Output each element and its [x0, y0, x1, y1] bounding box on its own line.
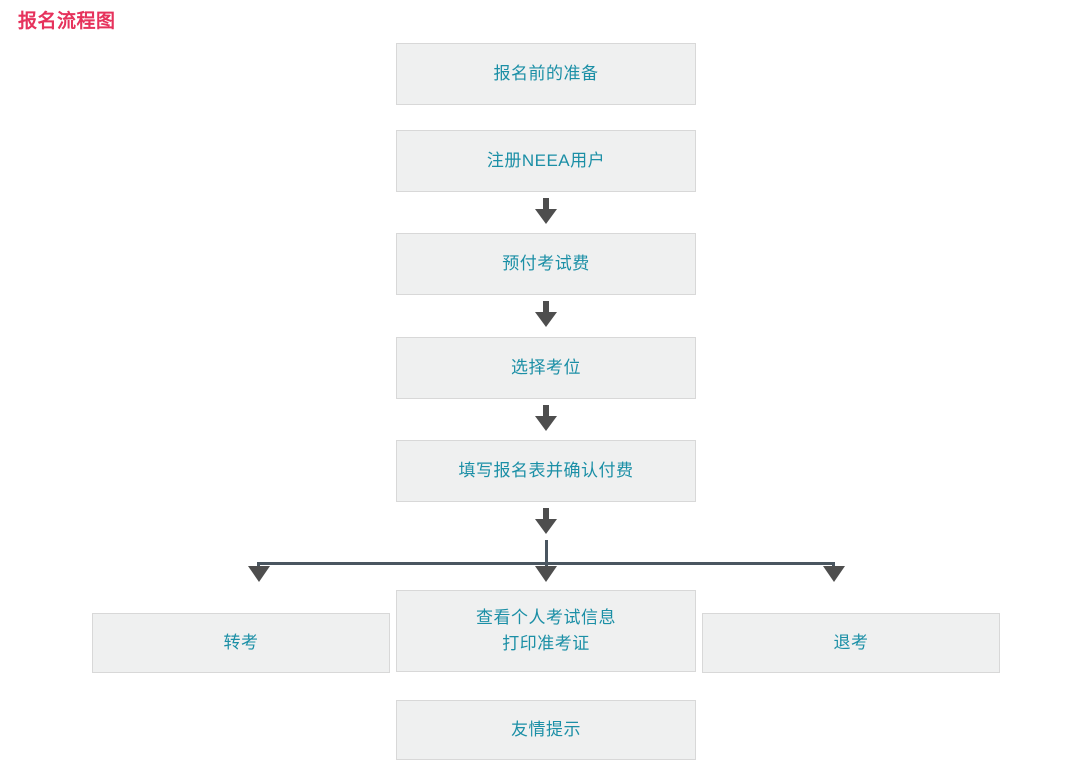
branch-connector-stem	[545, 540, 548, 564]
flow-node-view-info-print-admission[interactable]: 查看个人考试信息 打印准考证	[396, 590, 696, 672]
flow-node-label: 报名前的准备	[493, 63, 599, 83]
flow-node-label: 退考	[833, 632, 869, 652]
flow-node-label: 注册NEEA用户	[486, 150, 606, 170]
flow-node-label-line2: 打印准考证	[502, 634, 590, 653]
arrow-down-icon-4	[533, 508, 559, 534]
flow-node-label: 选择考位	[511, 357, 581, 377]
page-title: 报名流程图	[18, 11, 116, 32]
flow-node-label: 填写报名表并确认付费	[458, 460, 634, 480]
flow-node-fill-form-confirm-payment[interactable]: 填写报名表并确认付费	[396, 440, 696, 502]
flow-node-transfer-exam[interactable]: 转考	[92, 613, 390, 673]
arrow-down-icon-1	[533, 198, 559, 224]
flow-node-preparation[interactable]: 报名前的准备	[396, 43, 696, 105]
arrow-head-center-icon	[535, 566, 557, 582]
arrow-head-right-icon	[823, 566, 845, 582]
arrow-head-left-icon	[248, 566, 270, 582]
flow-node-friendly-reminder[interactable]: 友情提示	[396, 700, 696, 760]
flow-node-register-neea[interactable]: 注册NEEA用户	[396, 130, 696, 192]
arrow-down-icon-3	[533, 405, 559, 431]
arrow-down-icon-2	[533, 301, 559, 327]
flow-node-label: 友情提示	[511, 719, 581, 739]
flow-node-select-seat[interactable]: 选择考位	[396, 337, 696, 399]
flow-node-withdraw-exam[interactable]: 退考	[702, 613, 1000, 673]
flow-node-label: 预付考试费	[502, 253, 590, 273]
flow-node-label-line1: 查看个人考试信息	[476, 607, 616, 627]
flow-node-label: 转考	[223, 632, 259, 652]
flow-node-prepay-fee[interactable]: 预付考试费	[396, 233, 696, 295]
